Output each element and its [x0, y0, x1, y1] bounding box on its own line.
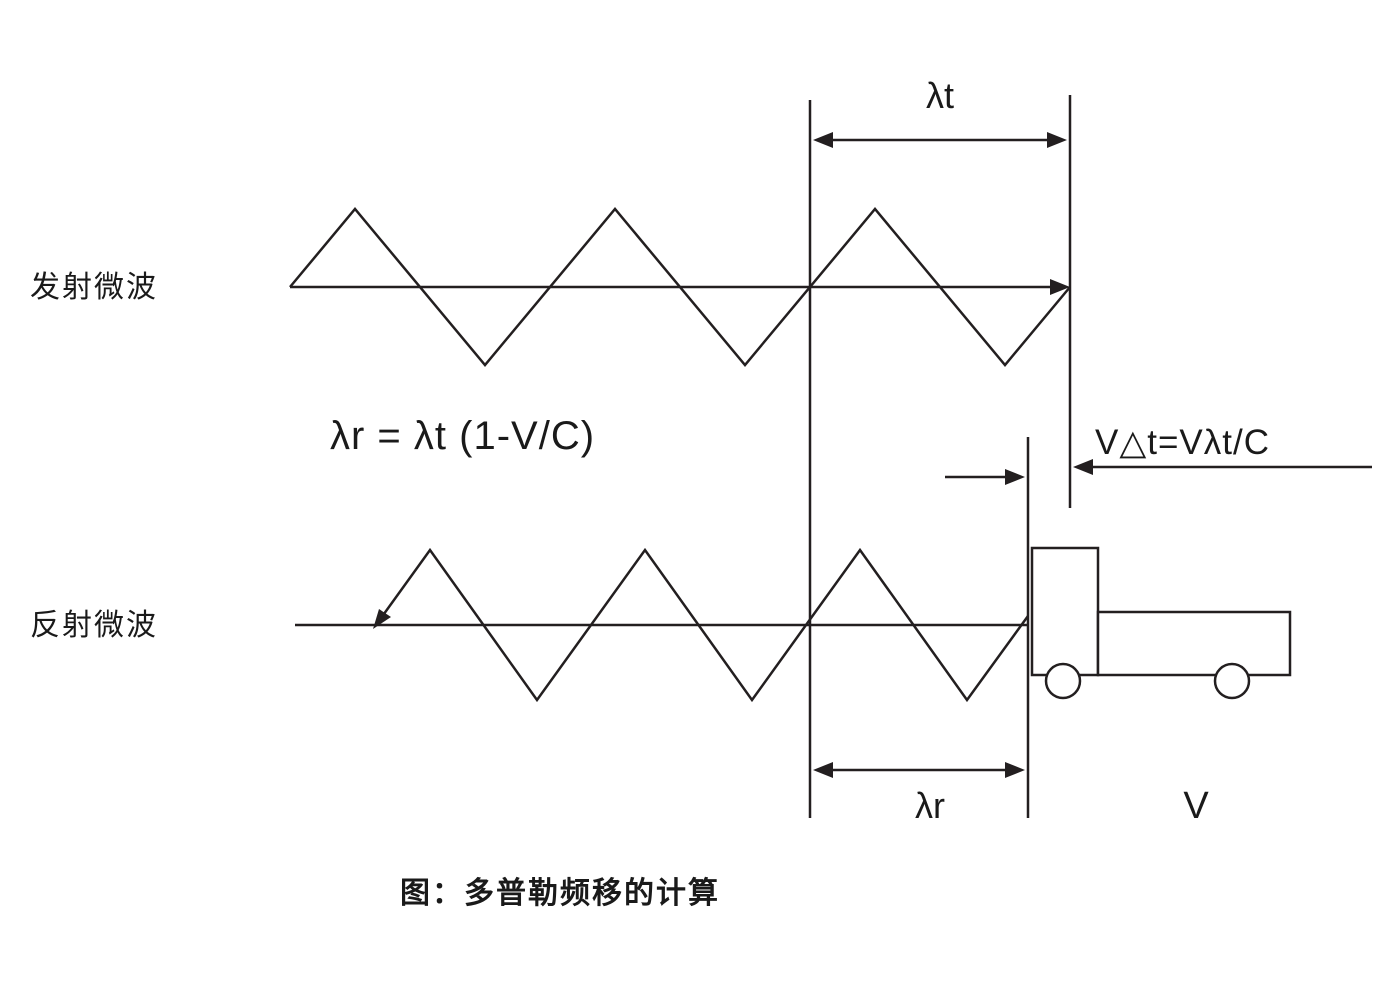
- velocity-arrow-icon: [1072, 735, 1290, 779]
- figure-caption: 图：多普勒频移的计算: [400, 877, 720, 910]
- gap-formula: V△t=Vλt/C: [1095, 423, 1270, 462]
- transmitted-wave-axis: [290, 279, 1070, 295]
- reflected-wave: [373, 547, 1030, 703]
- reflected-wave-label: 反射微波: [30, 609, 158, 642]
- transmitted-wave: [289, 207, 1071, 367]
- lambda-t-dimension-arrow: [813, 132, 1067, 148]
- lambda-r-label: λr: [915, 785, 945, 826]
- velocity-label: V: [1183, 785, 1209, 827]
- truck-icon: [1030, 546, 1292, 700]
- lambda-r-dimension-arrow: [813, 762, 1025, 778]
- transmitted-wave-label: 发射微波: [30, 271, 158, 304]
- gap-dimension-arrows: [945, 459, 1372, 485]
- doppler-formula: λr = λt (1-V/C): [330, 414, 596, 458]
- lambda-t-label: λt: [925, 75, 955, 116]
